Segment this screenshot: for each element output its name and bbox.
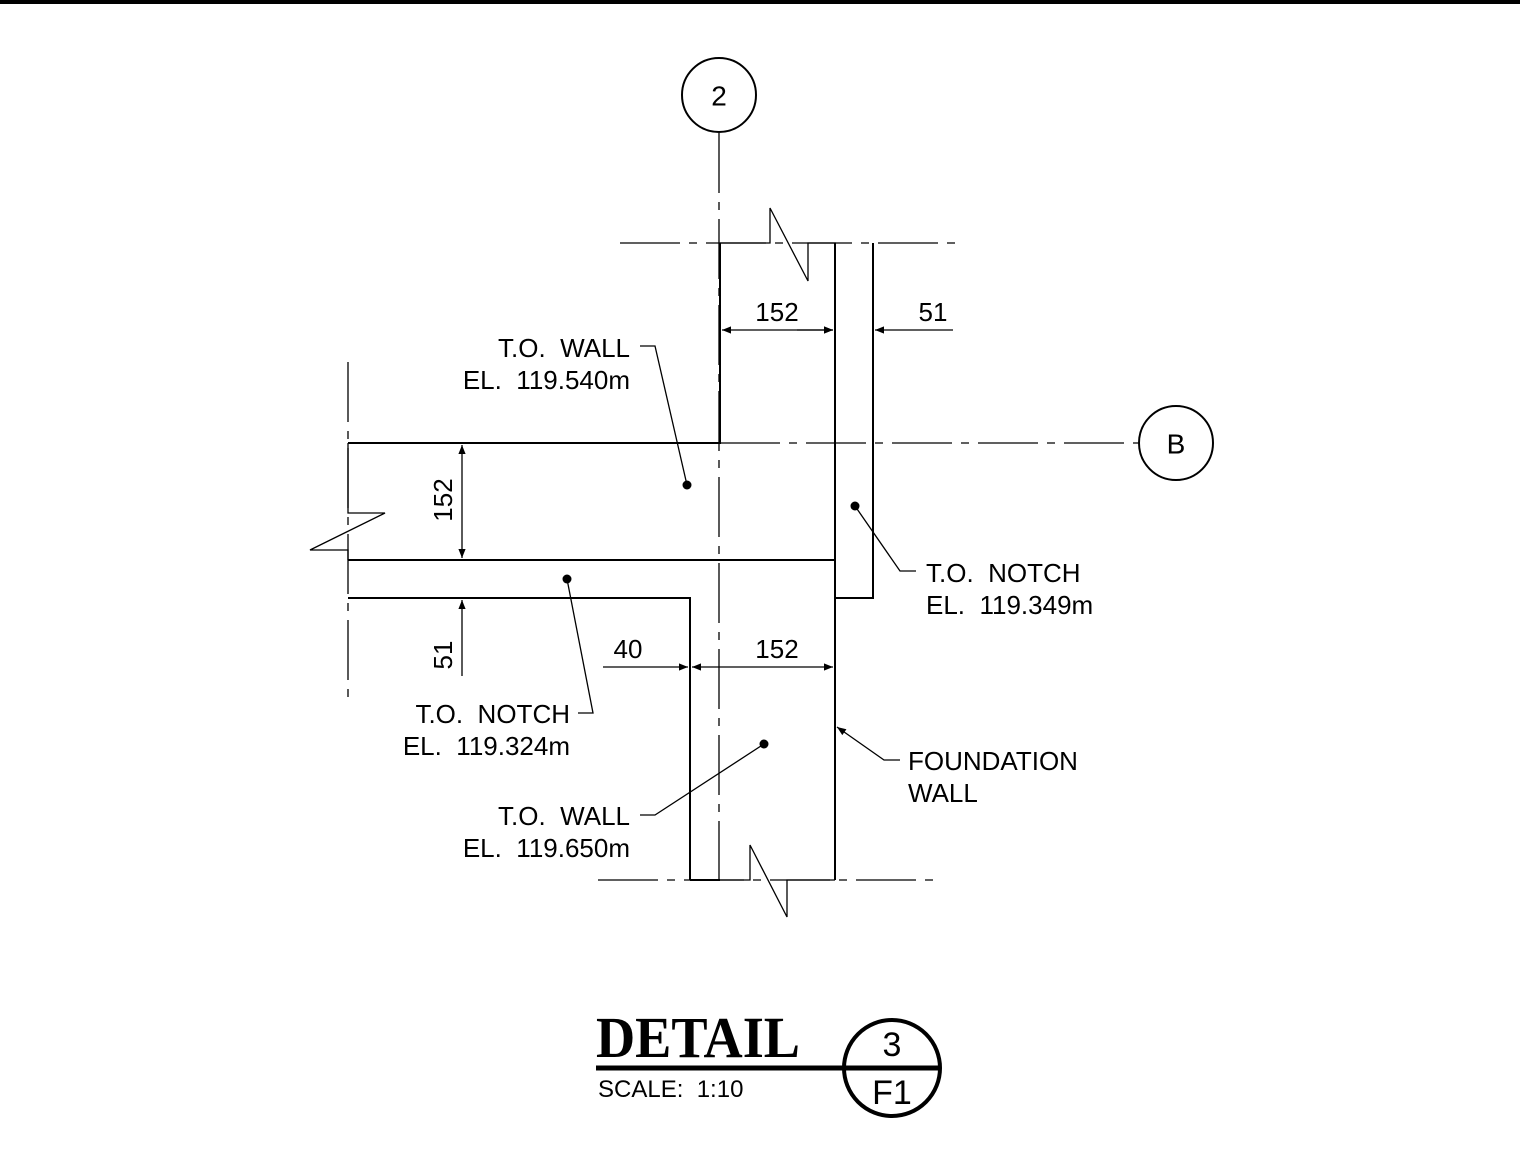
dim-top-notch: 51 <box>797 297 953 334</box>
detail-title-block: DETAIL SCALE: 1:10 3 F1 <box>596 1005 942 1118</box>
dim-top-wall: 152 <box>722 297 833 334</box>
detail-reference-sheet: F1 <box>872 1074 912 1112</box>
label-foundation-wall-line1: FOUNDATION <box>908 746 1078 776</box>
dim-bottom-wall-text: 152 <box>755 634 798 664</box>
dot-to-notch-right <box>850 501 860 511</box>
detail-reference-circle <box>842 1018 942 1118</box>
grid-bubble-2-circle <box>681 57 757 133</box>
break-symbol-top <box>720 207 836 282</box>
label-to-wall-lower-line2: EL. 119.650m <box>463 833 630 863</box>
label-to-wall-lower-line1: T.O. WALL <box>498 801 630 831</box>
grid-bubble-2-label: 2 <box>711 81 727 112</box>
leader-to-wall-upper <box>640 345 688 486</box>
dot-to-notch-left <box>562 574 572 584</box>
detail-title: DETAIL <box>596 1005 800 1070</box>
label-to-notch-left: T.O. NOTCH EL. 119.324m <box>403 699 570 761</box>
dim-left-notch: 51 <box>428 600 466 676</box>
dot-to-wall-lower <box>759 739 769 749</box>
dim-left-notch-text: 51 <box>428 641 458 670</box>
label-to-notch-left-line1: T.O. NOTCH <box>415 699 570 729</box>
label-to-notch-right-line2: EL. 119.349m <box>926 590 1093 620</box>
leaders <box>562 345 916 816</box>
label-to-wall-upper-line2: EL. 119.540m <box>463 365 630 395</box>
grid-bubble-2: 2 <box>681 57 757 133</box>
label-to-wall-lower: T.O. WALL EL. 119.650m <box>463 801 630 863</box>
dim-top-wall-text: 152 <box>755 297 798 327</box>
leader-to-notch-right <box>854 505 916 572</box>
wall-outlines <box>348 243 874 881</box>
label-to-wall-upper-line1: T.O. WALL <box>498 333 630 363</box>
label-foundation-wall-line2: WALL <box>908 778 978 808</box>
label-to-notch-left-line2: EL. 119.324m <box>403 731 570 761</box>
leader-foundation-wall <box>836 726 900 761</box>
detail-reference-number: 3 <box>883 1026 902 1064</box>
leader-to-wall-lower <box>640 743 765 816</box>
notch-left-outline <box>348 597 691 880</box>
label-to-notch-right: T.O. NOTCH EL. 119.349m <box>926 558 1093 620</box>
label-foundation-wall: FOUNDATION WALL <box>908 746 1078 808</box>
dim-bottom-offset: 40 <box>603 634 688 671</box>
grid-bubble-b-circle <box>1138 405 1214 481</box>
dim-top-notch-text: 51 <box>919 297 948 327</box>
label-to-wall-upper: T.O. WALL EL. 119.540m <box>463 333 630 395</box>
dim-left-wall: 152 <box>428 445 466 558</box>
notch-right-outline <box>835 243 874 599</box>
dim-bottom-offset-text: 40 <box>614 634 643 664</box>
break-symbol-bottom <box>690 844 835 918</box>
dot-to-wall-upper <box>682 480 692 490</box>
leader-to-notch-left <box>566 578 594 714</box>
break-symbols <box>309 207 836 918</box>
upper-wall-outline <box>348 243 721 444</box>
dim-left-wall-text: 152 <box>428 478 458 521</box>
dim-bottom-wall: 152 <box>692 634 833 671</box>
grid-bubble-b: B <box>1138 405 1214 481</box>
break-symbol-left <box>309 443 386 560</box>
grid-bubble-b-label: B <box>1167 429 1186 460</box>
label-to-notch-right-line1: T.O. NOTCH <box>926 558 1081 588</box>
detail-scale: SCALE: 1:10 <box>598 1076 743 1103</box>
